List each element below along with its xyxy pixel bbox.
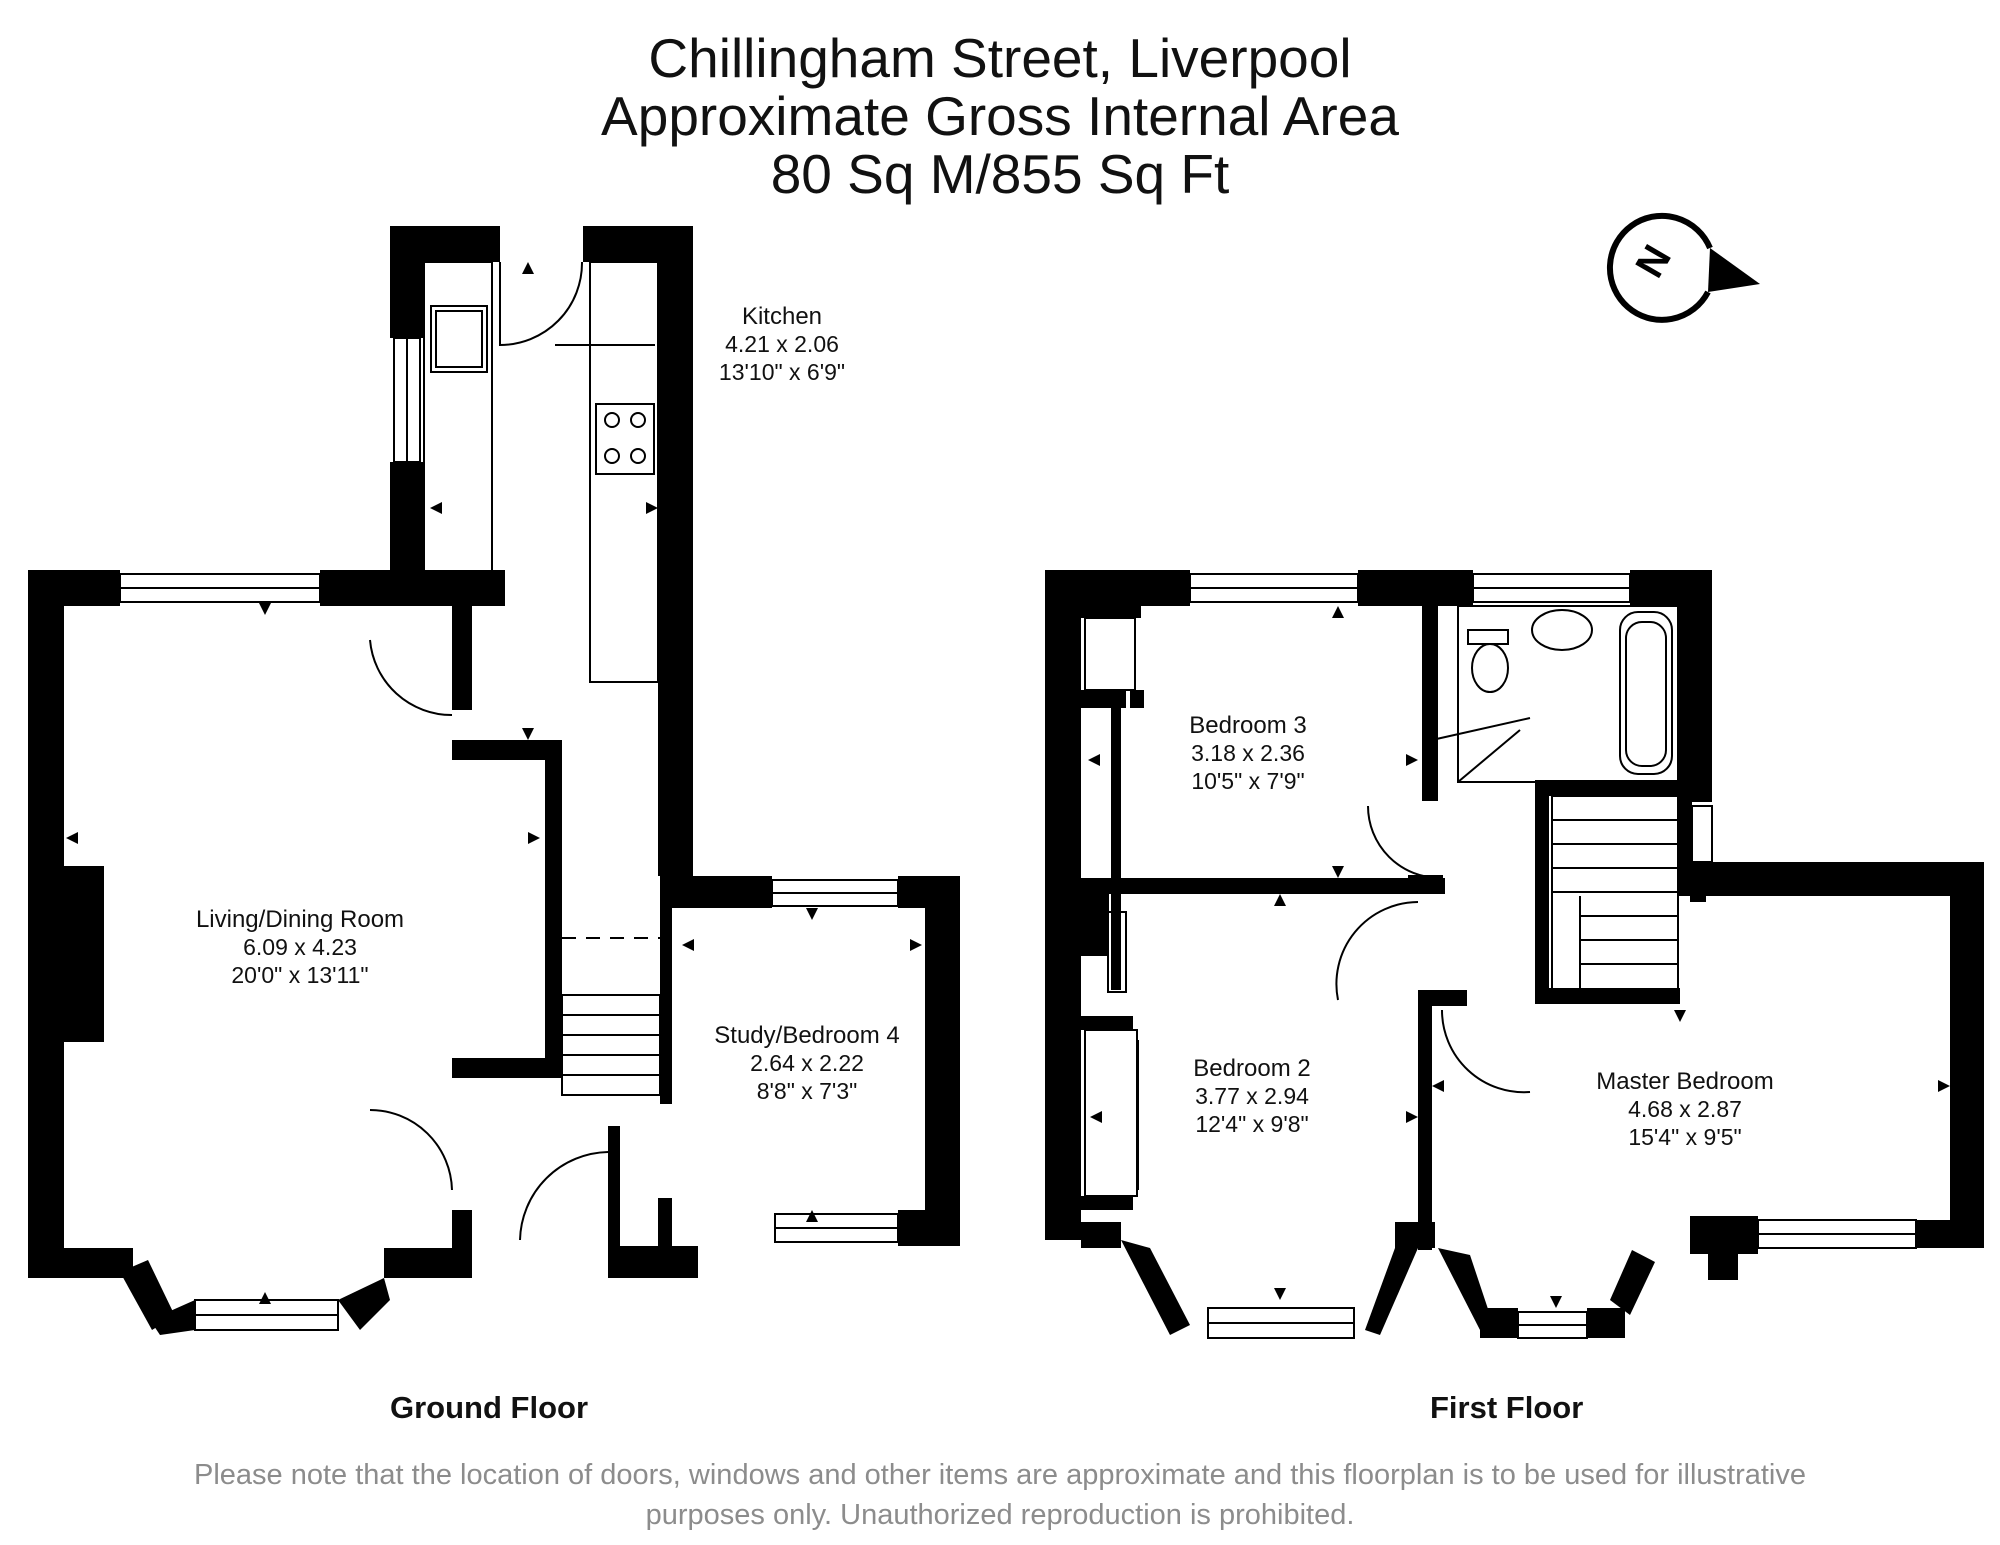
north-compass-icon: N	[1606, 212, 1760, 323]
bedroom3-name: Bedroom 3	[1189, 712, 1306, 739]
bedroom3-label: Bedroom 3 3.18 x 2.36 10'5" x 7'9"	[1189, 712, 1306, 794]
first-floor-fixtures	[1084, 605, 1679, 1197]
ground-floor-label: Ground Floor	[390, 1390, 589, 1425]
ground-floor-fixtures	[369, 261, 661, 1241]
living-name: Living/Dining Room	[196, 906, 404, 933]
bedroom3-metric: 3.18 x 2.36	[1191, 740, 1305, 766]
master-imperial: 15'4" x 9'5"	[1628, 1124, 1741, 1150]
disclaimer: Please note that the location of doors, …	[100, 1455, 1900, 1535]
ground-floor-markers	[66, 262, 922, 1304]
disclaimer-line-2: purposes only. Unauthorized reproduction…	[645, 1499, 1355, 1531]
living-metric: 6.09 x 4.23	[243, 934, 357, 960]
kitchen-name: Kitchen	[742, 303, 822, 330]
bedroom3-imperial: 10'5" x 7'9"	[1191, 768, 1304, 794]
living-imperial: 20'0" x 13'11"	[231, 962, 368, 988]
first-floor-markers	[1088, 606, 1950, 1308]
bedroom2-metric: 3.77 x 2.94	[1195, 1083, 1309, 1109]
kitchen-metric: 4.21 x 2.06	[725, 331, 839, 357]
first-floor-walls	[1045, 570, 1984, 1338]
first-floor-windows	[1189, 573, 1917, 1339]
master-name: Master Bedroom	[1596, 1068, 1773, 1095]
ground-floor-walls	[28, 226, 960, 1335]
bedroom2-label: Bedroom 2 3.77 x 2.94 12'4" x 9'8"	[1193, 1055, 1310, 1137]
bedroom2-imperial: 12'4" x 9'8"	[1195, 1111, 1308, 1137]
kitchen-imperial: 13'10" x 6'9"	[719, 359, 845, 385]
study-metric: 2.64 x 2.22	[750, 1050, 864, 1076]
bedroom2-name: Bedroom 2	[1193, 1055, 1310, 1082]
plan-title: Chillingham Street, Liverpool	[648, 27, 1352, 89]
master-label: Master Bedroom 4.68 x 2.87 15'4" x 9'5"	[1596, 1068, 1773, 1150]
area-caption: Approximate Gross Internal Area	[601, 85, 1399, 147]
kitchen-label: Kitchen 4.21 x 2.06 13'10" x 6'9"	[719, 303, 845, 385]
first-floor-label: First Floor	[1430, 1390, 1584, 1425]
study-label: Study/Bedroom 4 2.64 x 2.22 8'8" x 7'3"	[714, 1022, 899, 1104]
compass-letter: N	[1627, 238, 1680, 285]
disclaimer-line-1: Please note that the location of doors, …	[193, 1459, 1807, 1491]
ground-floor-windows	[119, 337, 899, 1331]
master-metric: 4.68 x 2.87	[1628, 1096, 1742, 1122]
area-value: 80 Sq M/855 Sq Ft	[770, 143, 1230, 205]
study-imperial: 8'8" x 7'3"	[757, 1078, 858, 1104]
study-name: Study/Bedroom 4	[714, 1022, 899, 1049]
living-label: Living/Dining Room 6.09 x 4.23 20'0" x 1…	[196, 906, 404, 988]
